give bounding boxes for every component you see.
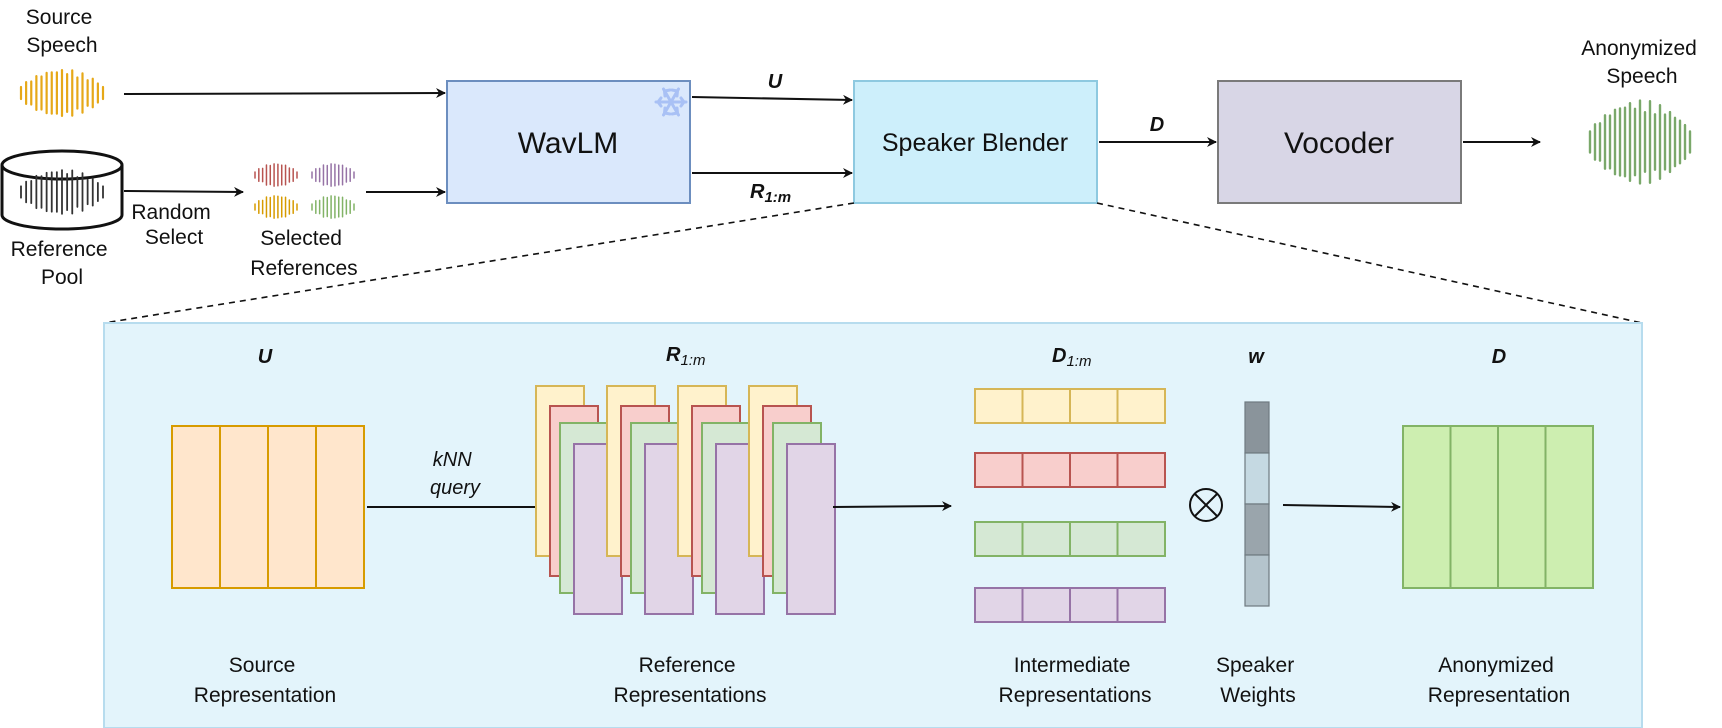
reference-card-purple — [786, 443, 836, 615]
source-representation-column — [267, 425, 317, 589]
reference-pool-database-icon — [0, 149, 124, 231]
snowflake-icon — [654, 87, 688, 117]
speaker-blender-box — [853, 80, 1098, 204]
reference-stack — [748, 385, 836, 615]
intermediate-cell — [1021, 388, 1071, 424]
intermediate-cell — [1069, 452, 1119, 488]
speaker-weight-segment — [1244, 401, 1270, 454]
intermediate-cell — [974, 452, 1024, 488]
w-header: w — [1248, 346, 1265, 368]
speaker-weights-column — [1244, 401, 1270, 607]
zoom-line-right — [1096, 202, 1643, 324]
anonymized-representation-column — [1544, 425, 1594, 589]
intermediate-cell — [1021, 452, 1071, 488]
wavlm-label: WavLM — [518, 127, 619, 160]
u-arrow-label: U — [768, 71, 783, 93]
source-representation-block — [171, 425, 365, 589]
vocoder-label: Vocoder — [1284, 127, 1394, 160]
speaker-blender-label: Speaker Blender — [882, 129, 1068, 157]
d-header: D — [1492, 346, 1506, 368]
vocoder-box — [1217, 80, 1462, 204]
source-representation-label: Source Representation — [194, 654, 336, 707]
selected-references-waveform-icon — [254, 163, 355, 219]
intermediate-cell — [1116, 388, 1166, 424]
intermediate-cell — [1021, 587, 1071, 623]
speaker-weight-segment — [1244, 554, 1270, 607]
intermediate-row — [974, 388, 1166, 424]
intermediate-cell — [1069, 587, 1119, 623]
intermediate-row — [974, 452, 1166, 488]
reference-representations-label: Reference Representations — [614, 654, 767, 707]
r-arrow-label: R1:m — [750, 181, 791, 206]
r-header: R1:m — [666, 344, 705, 369]
intermediate-cell — [1116, 452, 1166, 488]
intermediate-representations-rows — [974, 388, 1166, 623]
anonymized-representation-column — [1402, 425, 1452, 589]
intermediate-cell — [1069, 521, 1119, 557]
multiply-operator-icon — [1189, 488, 1223, 522]
reference-to-intermediate-arrow — [832, 501, 952, 512]
source-waveform-icon — [19, 69, 105, 117]
intermediate-representations-label: Intermediate Representations — [999, 654, 1152, 707]
zoom-line-left — [103, 202, 855, 324]
intermediate-cell — [1069, 388, 1119, 424]
intermediate-row — [974, 521, 1166, 557]
intermediate-cell — [974, 521, 1024, 557]
selected-references-label: Selected References — [250, 227, 357, 280]
random-select-label: Random Select — [131, 201, 216, 249]
anonymized-representation-block — [1402, 425, 1594, 589]
random-select-arrow — [123, 186, 244, 197]
source-to-wavlm-arrow — [123, 88, 446, 99]
source-representation-column — [219, 425, 269, 589]
d-arrow-label: D — [1150, 114, 1164, 136]
speaker-weight-segment — [1244, 452, 1270, 505]
intermediate-cell — [974, 587, 1024, 623]
anonymized-representation-column — [1449, 425, 1499, 589]
source-representation-column — [171, 425, 221, 589]
reference-representations-stacks — [535, 385, 836, 615]
knn-query-label: kNN query — [430, 449, 481, 499]
intermediate-cell — [1021, 521, 1071, 557]
u-arrow — [691, 94, 853, 105]
reference-pool-label: Reference Pool — [11, 238, 114, 289]
u-header: U — [258, 346, 273, 368]
anonymized-waveform-icon — [1588, 99, 1692, 185]
reference-stack — [677, 385, 765, 615]
intermediate-cell — [1116, 587, 1166, 623]
speaker-weight-segment — [1244, 503, 1270, 556]
anonymized-representation-label: Anonymized Representation — [1428, 654, 1570, 707]
weights-to-anonymized-arrow — [1282, 501, 1401, 512]
intermediate-cell — [1116, 521, 1166, 557]
source-speech-label: Source Speech — [26, 6, 98, 57]
d1m-header: D1:m — [1052, 345, 1091, 370]
intermediate-row — [974, 587, 1166, 623]
speaker-weights-label: Speaker Weights — [1216, 654, 1300, 707]
wavlm-box — [446, 80, 691, 204]
anonymized-speech-label: Anonymized Speech — [1581, 37, 1702, 88]
anonymized-representation-column — [1497, 425, 1547, 589]
intermediate-cell — [974, 388, 1024, 424]
source-representation-column — [315, 425, 365, 589]
